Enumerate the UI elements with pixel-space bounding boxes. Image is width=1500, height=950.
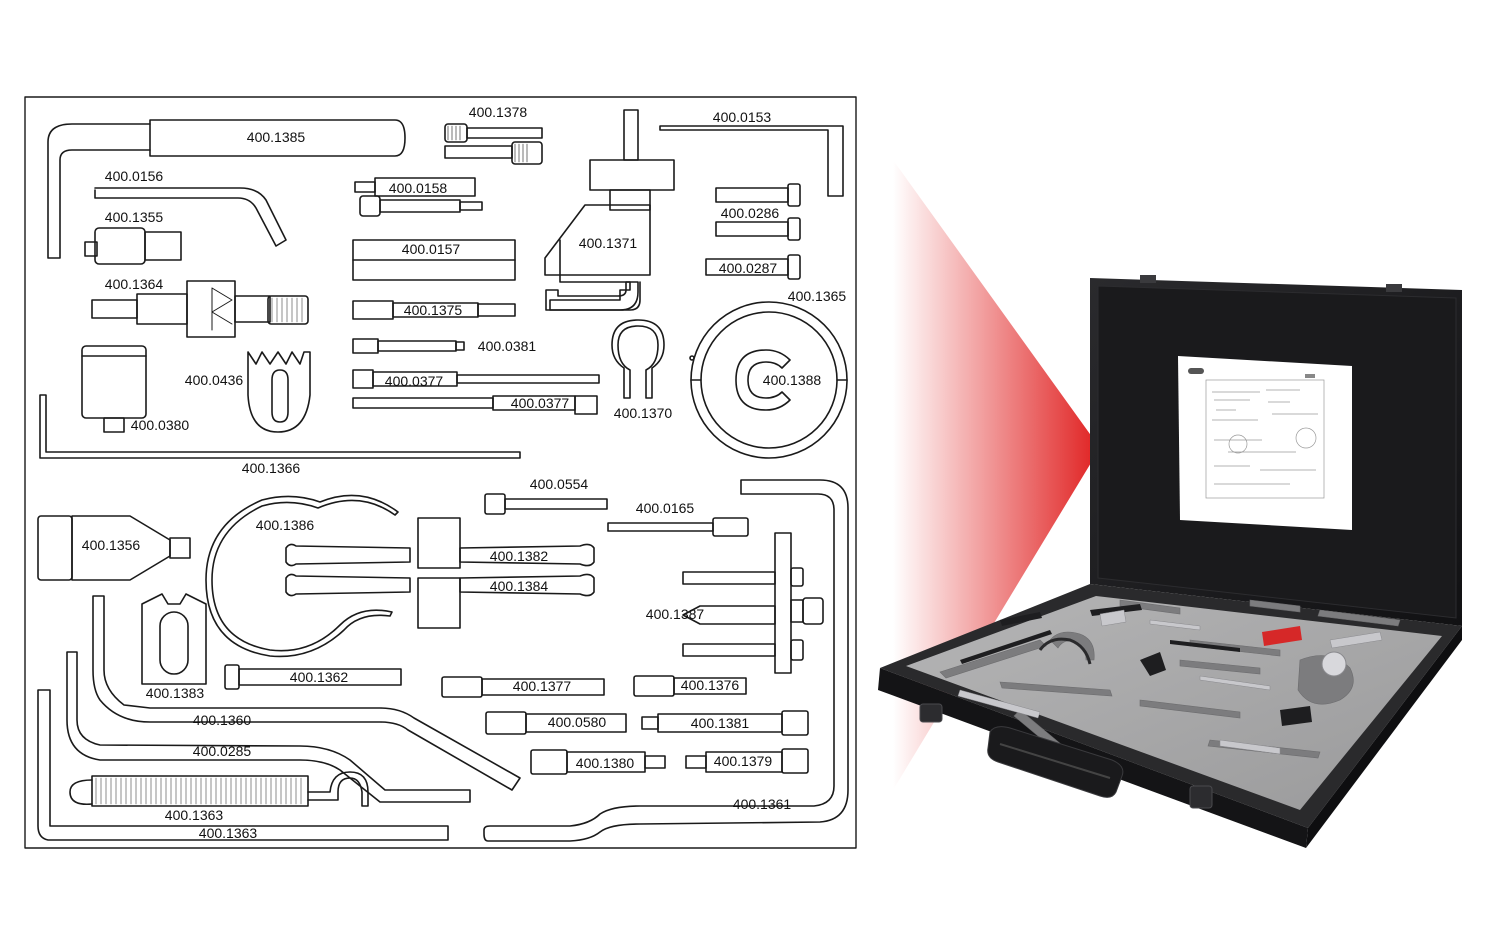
tool-1381 — [641, 710, 809, 736]
label-1366: 400.1366 — [242, 460, 301, 476]
tool-1371 — [544, 109, 675, 311]
tool-1386 — [205, 494, 399, 658]
tool-1377 — [441, 676, 605, 698]
tool-0377 — [352, 369, 600, 415]
red-arrow-icon — [893, 160, 1100, 790]
tool-1370 — [611, 319, 665, 399]
label-1381: 400.1381 — [691, 715, 750, 731]
label-0287: 400.0287 — [719, 260, 778, 276]
label-0554: 400.0554 — [530, 476, 589, 492]
tool-0165 — [607, 517, 749, 537]
tool-1360 — [92, 595, 521, 791]
tool-1362 — [224, 664, 402, 690]
tool-1375 — [352, 300, 516, 320]
tool-0436 — [247, 351, 311, 433]
label-1371: 400.1371 — [579, 235, 638, 251]
label-1362: 400.1362 — [290, 669, 349, 685]
tool-1385 — [47, 119, 406, 259]
tool-1383 — [141, 593, 207, 685]
label-0157: 400.0157 — [402, 241, 461, 257]
label-1385: 400.1385 — [247, 129, 306, 145]
label-1377: 400.1377 — [513, 678, 572, 694]
tool-1378 — [444, 123, 543, 165]
label-1382: 400.1382 — [490, 548, 549, 564]
drawing-frame — [24, 96, 857, 849]
label-1387: 400.1387 — [646, 606, 705, 622]
tool-0287 — [705, 254, 801, 280]
tool-1382-1384 — [285, 517, 595, 629]
label-1364: 400.1364 — [105, 276, 164, 292]
tool-0580 — [485, 711, 627, 735]
tool-case-photo — [878, 275, 1462, 848]
label-0381: 400.0381 — [478, 338, 537, 354]
foam-layout-drawing — [24, 96, 857, 849]
label-0156: 400.0156 — [105, 168, 164, 184]
label-1378: 400.1378 — [469, 104, 528, 120]
tool-1361 — [483, 479, 849, 842]
tool-1379 — [685, 748, 809, 774]
tool-1355 — [84, 227, 182, 265]
label-0377a: 400.0377 — [385, 373, 444, 389]
tool-1366 — [39, 394, 521, 459]
label-1375: 400.1375 — [404, 302, 463, 318]
label-0436: 400.0436 — [185, 372, 244, 388]
tool-0381 — [352, 338, 465, 354]
tool-1387 — [682, 532, 824, 674]
tool-1363-rod — [37, 689, 449, 841]
label-1376: 400.1376 — [681, 677, 740, 693]
label-0286: 400.0286 — [721, 205, 780, 221]
tool-0380 — [81, 345, 147, 433]
label-1361: 400.1361 — [733, 796, 792, 812]
tool-0156 — [94, 187, 287, 247]
label-0377b: 400.0377 — [511, 395, 570, 411]
label-0165: 400.0165 — [636, 500, 695, 516]
label-0285: 400.0285 — [193, 743, 252, 759]
tool-1363-spring — [69, 771, 369, 807]
label-1379: 400.1379 — [714, 753, 773, 769]
label-1355: 400.1355 — [105, 209, 164, 225]
tool-0157 — [352, 239, 516, 281]
tool-0285 — [66, 651, 471, 803]
label-1360: 400.1360 — [193, 712, 252, 728]
label-0380: 400.0380 — [131, 417, 190, 433]
label-1386: 400.1386 — [256, 517, 315, 533]
label-1356: 400.1356 — [82, 537, 141, 553]
tool-0286 — [715, 183, 801, 241]
tool-1380 — [530, 749, 666, 775]
label-0153: 400.0153 — [713, 109, 772, 125]
label-1384: 400.1384 — [490, 578, 549, 594]
tool-0153 — [659, 125, 844, 197]
tool-0554 — [484, 493, 608, 515]
tool-1356 — [37, 515, 191, 581]
tool-1364 — [91, 280, 309, 338]
tool-0158 — [354, 177, 483, 217]
label-1383: 400.1383 — [146, 685, 205, 701]
label-0580: 400.0580 — [548, 714, 607, 730]
tool-1376 — [633, 675, 747, 697]
part-number-labels: 400.1385 400.1378 400.0153 400.0156 400.… — [82, 104, 847, 841]
label-1388: 400.1388 — [763, 372, 822, 388]
tool-1365-disc — [689, 301, 848, 459]
label-1365: 400.1365 — [788, 288, 847, 304]
label-1370: 400.1370 — [614, 405, 673, 421]
label-0158: 400.0158 — [389, 180, 448, 196]
label-1380: 400.1380 — [576, 755, 635, 771]
label-1363b: 400.1363 — [199, 825, 258, 841]
label-1363a: 400.1363 — [165, 807, 224, 823]
